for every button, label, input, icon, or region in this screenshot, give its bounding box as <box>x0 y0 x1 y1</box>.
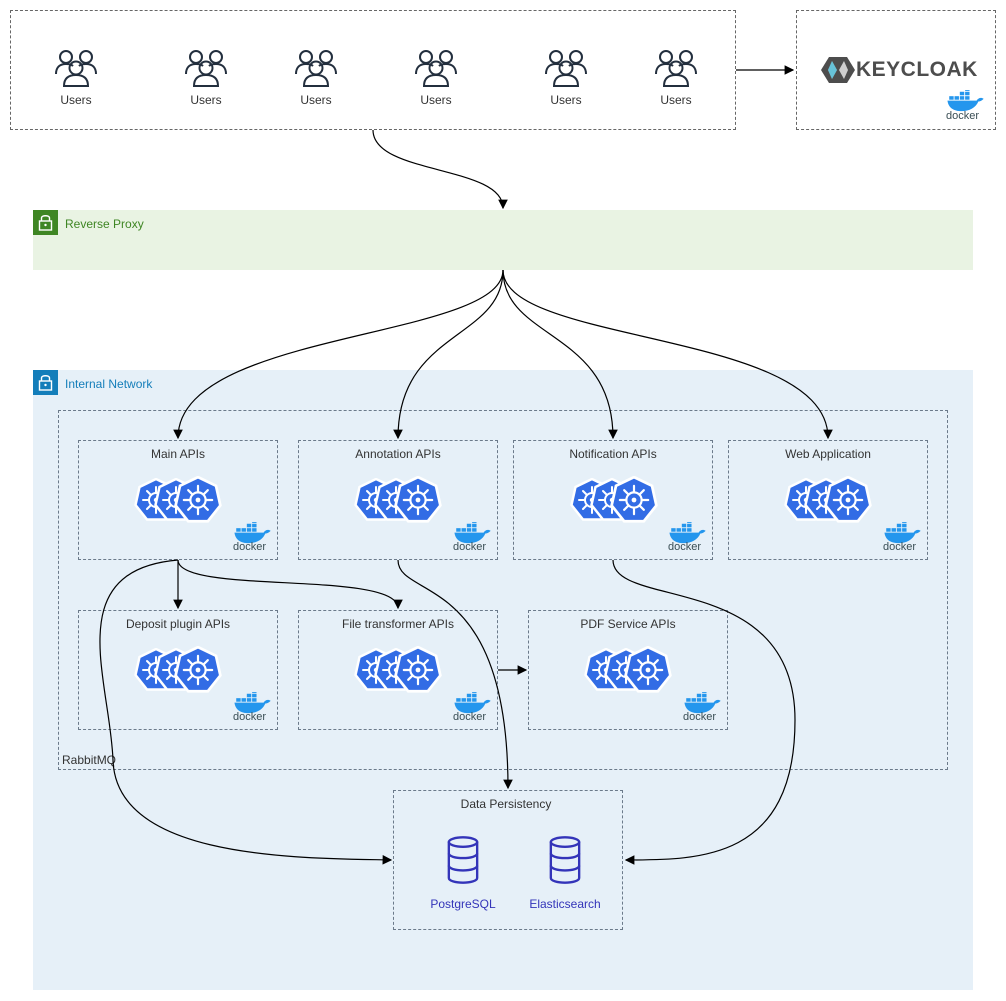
users-group-icon <box>414 48 458 88</box>
postgresql-label: PostgreSQL <box>430 897 496 911</box>
docker-label: docker <box>453 711 487 723</box>
lock-icon <box>33 210 58 235</box>
lock-icon <box>33 370 58 395</box>
service-title: Main APIs <box>150 447 206 461</box>
user-label: Users <box>660 93 692 107</box>
service-title: Web Application <box>785 447 871 461</box>
docker-label: docker <box>668 541 702 553</box>
service-title: File transformer APIs <box>341 617 455 631</box>
user-node: Users <box>176 48 236 118</box>
user-label: Users <box>300 93 332 107</box>
service-title: PDF Service APIs <box>580 617 676 631</box>
keycloak-logo-icon <box>821 57 855 83</box>
kubernetes-pod-stack-icon <box>584 646 674 694</box>
elasticsearch-label: Elasticsearch <box>529 897 601 911</box>
user-label: Users <box>550 93 582 107</box>
database-icon <box>548 836 582 884</box>
data-persistency-title: Data Persistency <box>460 797 552 811</box>
service-title: Deposit plugin APIs <box>125 617 231 631</box>
service-title: Notification APIs <box>569 447 657 461</box>
docker-label: docker <box>946 110 980 122</box>
rabbitmq-label: RabbitMQ <box>62 753 117 767</box>
keycloak-wordmark: KEYCLOAK <box>856 58 978 81</box>
users-group-icon <box>54 48 98 88</box>
docker-label: docker <box>683 711 717 723</box>
users-group-icon <box>544 48 588 88</box>
docker-label: docker <box>233 541 267 553</box>
keycloak-container <box>796 10 996 130</box>
kubernetes-pod-stack-icon <box>354 646 444 694</box>
database-icon <box>446 836 480 884</box>
users-group-icon <box>184 48 228 88</box>
service-notification-apis <box>513 440 713 560</box>
user-label: Users <box>60 93 92 107</box>
user-node: Users <box>536 48 596 118</box>
user-label: Users <box>420 93 452 107</box>
docker-label: docker <box>453 541 487 553</box>
kubernetes-pod-stack-icon <box>570 476 660 524</box>
user-node: Users <box>286 48 346 118</box>
users-container <box>10 10 736 130</box>
user-node: Users <box>46 48 106 118</box>
kubernetes-pod-stack-icon <box>784 476 874 524</box>
docker-label: docker <box>883 541 917 553</box>
users-group-icon <box>654 48 698 88</box>
service-title: Annotation APIs <box>355 447 441 461</box>
user-node: Users <box>406 48 466 118</box>
internal-network-label: Internal Network <box>65 377 153 391</box>
reverse-proxy-label: Reverse Proxy <box>65 217 144 231</box>
users-group-icon <box>294 48 338 88</box>
kubernetes-pod-stack-icon <box>134 476 224 524</box>
docker-label: docker <box>233 711 267 723</box>
kubernetes-pod-stack-icon <box>134 646 224 694</box>
reverse-proxy-group <box>33 210 973 270</box>
user-label: Users <box>190 93 222 107</box>
user-node: Users <box>646 48 706 118</box>
edge-users-to-proxy <box>372 129 508 210</box>
service-annotation-apis <box>298 440 498 560</box>
service-web-application <box>728 440 928 560</box>
kubernetes-pod-stack-icon <box>354 476 444 524</box>
